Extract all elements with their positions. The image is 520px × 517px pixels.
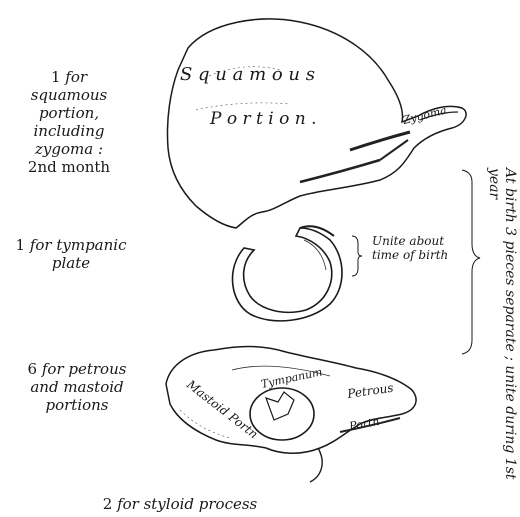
styloid-process [310, 448, 322, 482]
squamous-word: S q u a m o u s [180, 64, 315, 85]
tympanic-ring [233, 228, 342, 321]
portion-word: P o r t i o n . [209, 109, 316, 129]
